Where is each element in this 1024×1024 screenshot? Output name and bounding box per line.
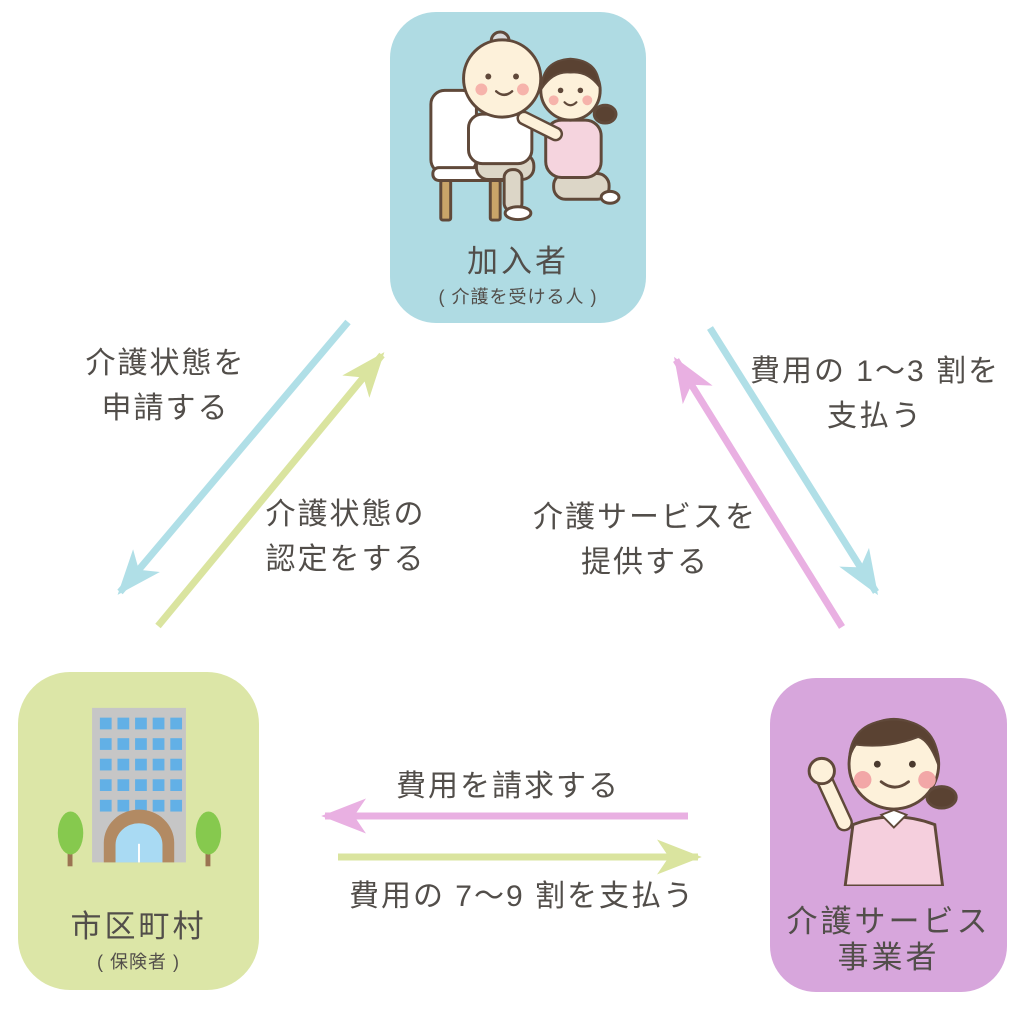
elderly-person-graphic bbox=[462, 30, 543, 222]
tree-right bbox=[195, 811, 221, 866]
elderly-care-illustration bbox=[390, 12, 646, 244]
arrow-label-pay-1-3-line2: 支払う bbox=[827, 400, 923, 433]
arrow-label-apply: 介護状態を 申請する bbox=[48, 341, 283, 431]
building-arch bbox=[103, 809, 174, 862]
municipal-office-building-icon bbox=[57, 707, 221, 866]
arrow-label-apply-line2: 申請する bbox=[101, 392, 230, 425]
caregiver-waving-icon bbox=[807, 717, 958, 886]
arrow-pay-1-3 bbox=[707, 326, 879, 596]
arrow-label-provide-line1: 介護サービスを bbox=[533, 501, 757, 534]
building-door bbox=[115, 822, 162, 862]
caregiver-waving-illustration bbox=[770, 678, 1007, 904]
municipal-building-illustration bbox=[18, 672, 259, 909]
building-graphic bbox=[91, 707, 186, 862]
member-label: 加入者 bbox=[467, 244, 569, 279]
arrow-label-apply-line1: 介護状態を bbox=[85, 347, 246, 380]
arrow-label-certify: 介護状態の 認定をする bbox=[228, 492, 463, 582]
caregiver-graphic bbox=[516, 57, 621, 205]
provider-label-line1: 介護サービス bbox=[786, 904, 991, 939]
tree-left bbox=[57, 811, 83, 866]
node-member: 加入者 ( 介護を受ける人 ) bbox=[390, 12, 646, 323]
arrow-label-pay-1-3: 費用の 1〜3 割を 支払う bbox=[730, 349, 1020, 439]
arrow-certify bbox=[155, 352, 385, 629]
arrow-label-pay-1-3-line1: 費用の 1〜3 割を bbox=[749, 355, 1001, 388]
arrow-provide-service bbox=[673, 356, 845, 629]
arrow-apply bbox=[117, 319, 351, 595]
arrow-label-certify-line1: 介護状態の bbox=[265, 498, 426, 531]
arrow-label-pay-7-9: 費用の 7〜9 割を支払う bbox=[348, 880, 696, 913]
elderly-person-assisted-by-caregiver-icon bbox=[429, 30, 621, 222]
node-municipality: 市区町村 ( 保険者 ) bbox=[18, 672, 259, 990]
member-sublabel: ( 介護を受ける人 ) bbox=[438, 287, 598, 307]
municipality-sublabel: ( 保険者 ) bbox=[97, 952, 180, 972]
arrow-label-provide-line2: 提供する bbox=[581, 546, 709, 579]
provider-label-line2: 事業者 bbox=[837, 940, 940, 975]
building-windows bbox=[99, 717, 182, 812]
waving-caregiver-graphic bbox=[807, 717, 958, 886]
node-provider: 介護サービス 事業者 bbox=[770, 678, 1007, 992]
municipality-label: 市区町村 bbox=[70, 909, 207, 944]
arrow-label-provide-service: 介護サービスを 提供する bbox=[500, 495, 790, 585]
arrow-label-certify-line2: 認定をする bbox=[265, 543, 426, 576]
arrow-label-bill-costs: 費用を請求する bbox=[396, 770, 620, 803]
